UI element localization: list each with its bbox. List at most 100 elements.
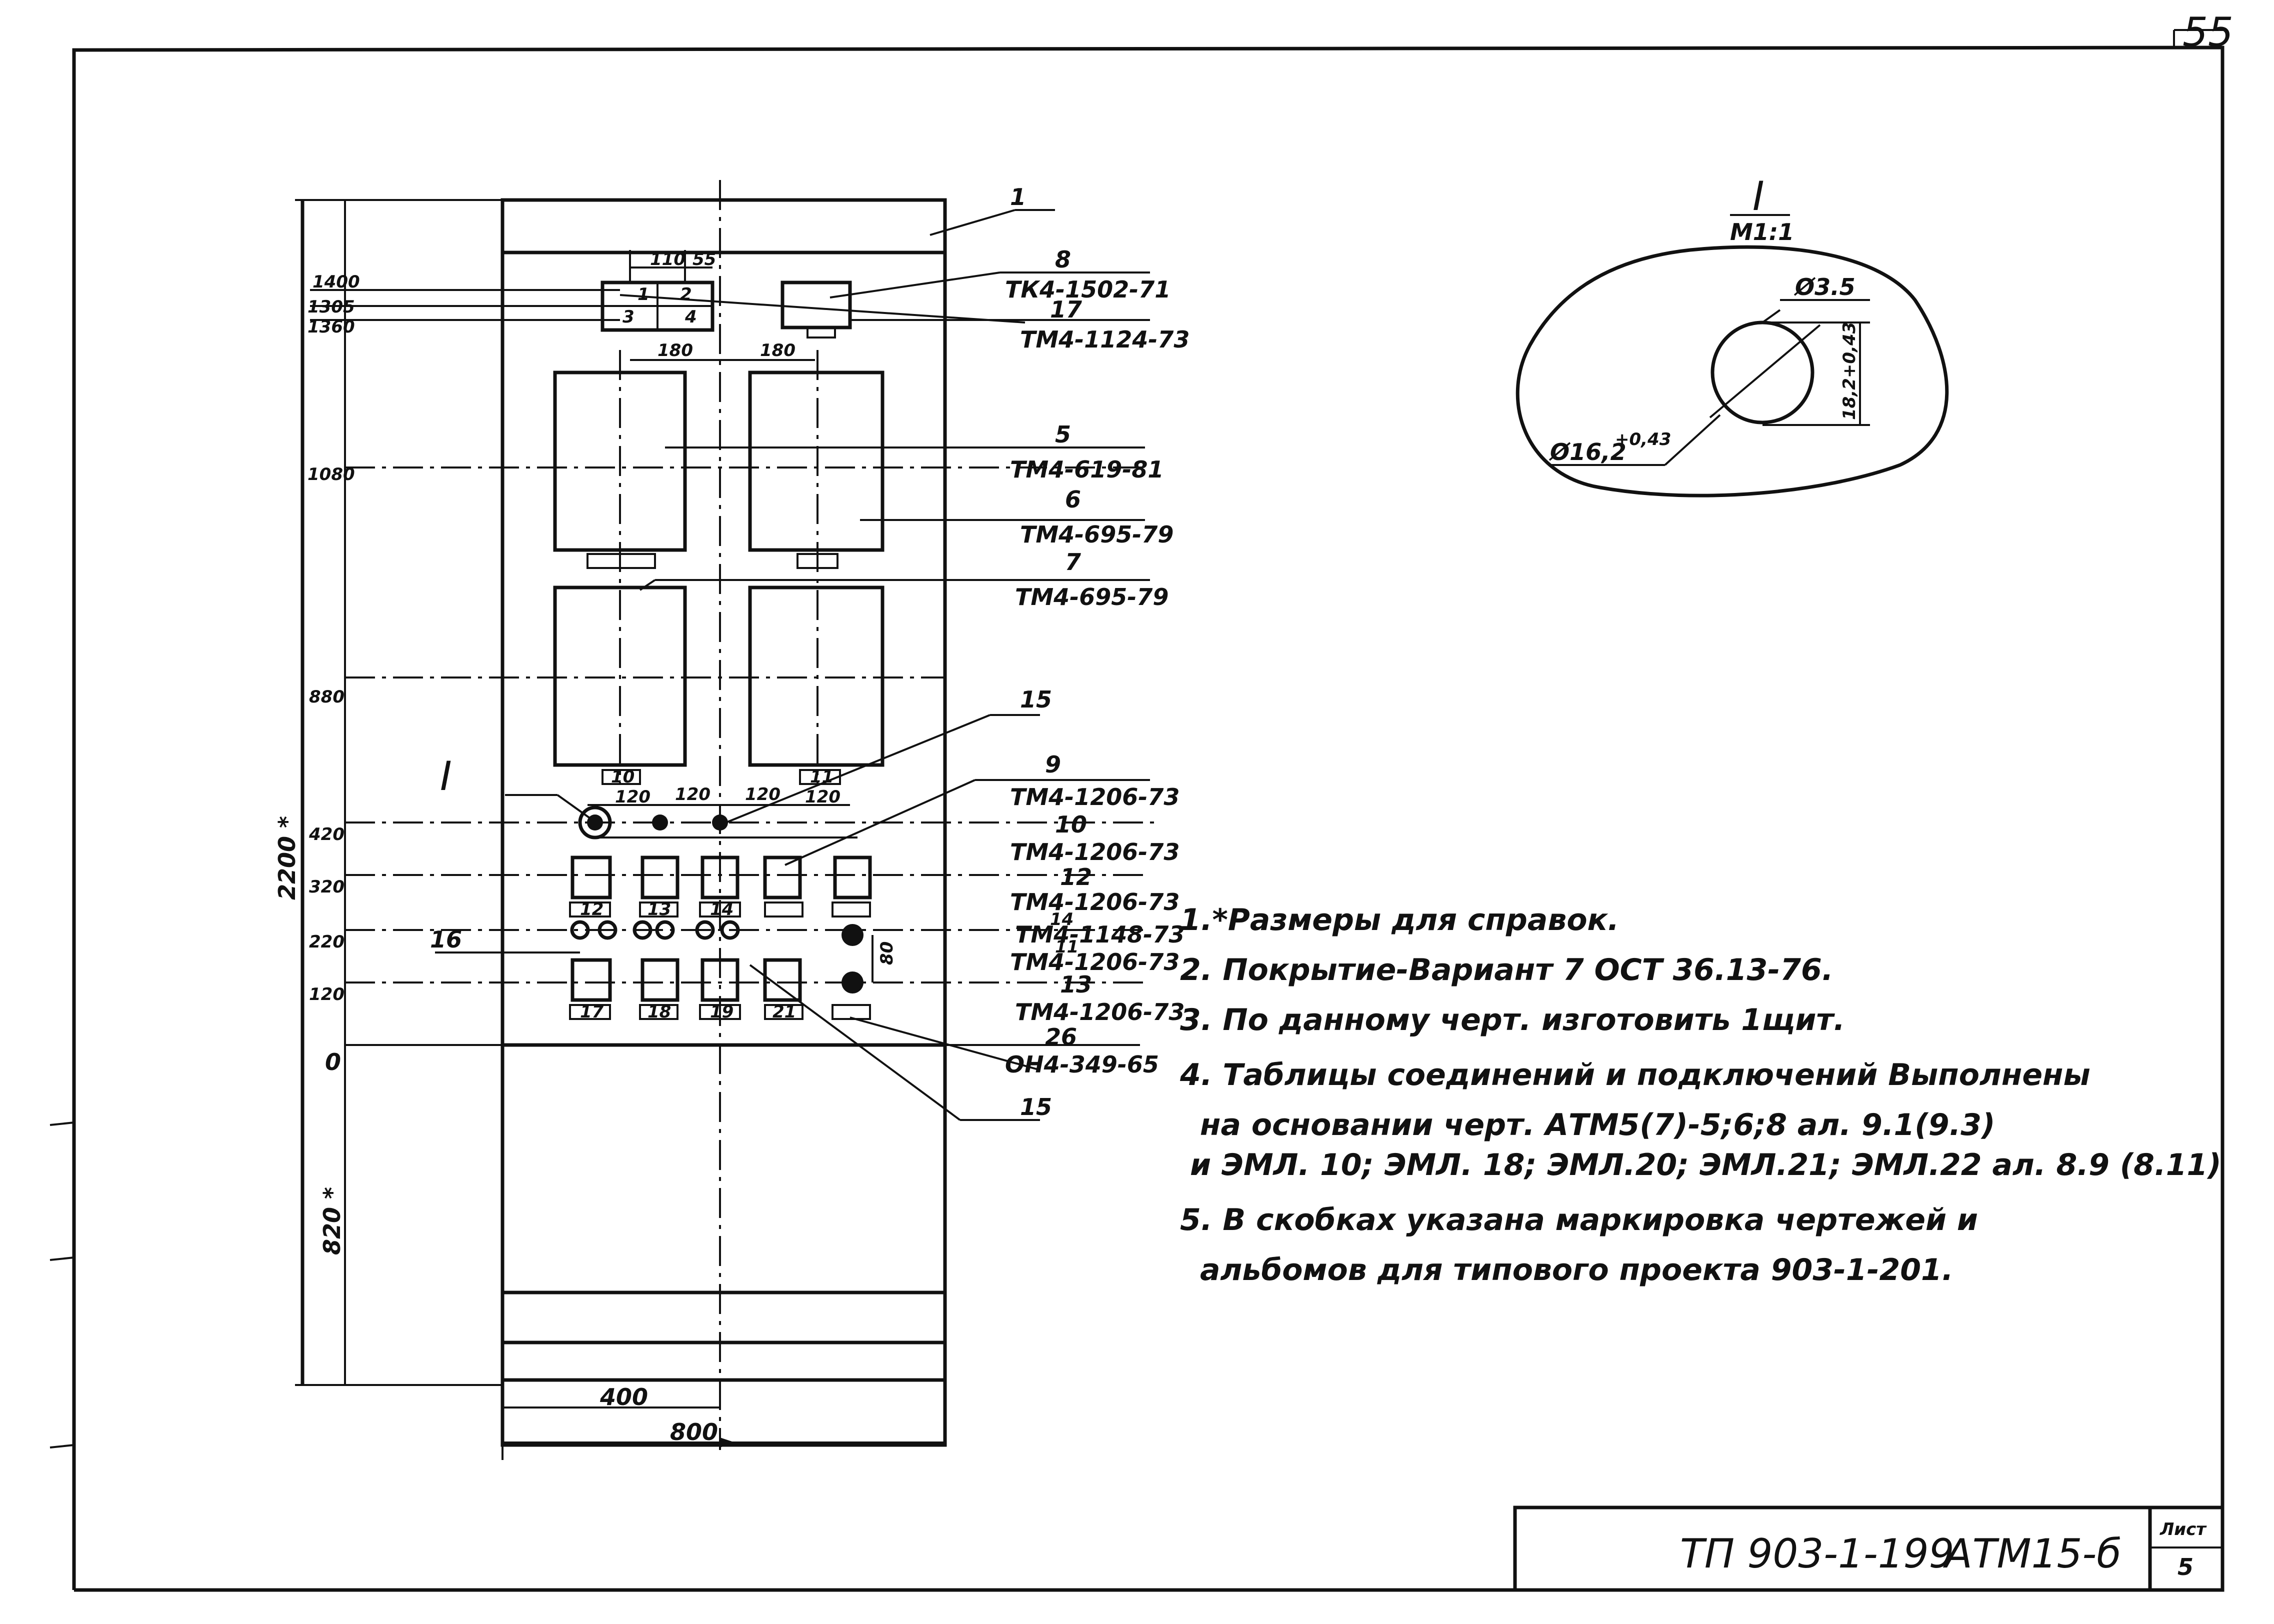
note-5b: альбомов для типового проекта 903-1-201.	[1200, 1252, 1954, 1288]
dim-180-right: 180	[760, 340, 796, 360]
device-row-lower	[569, 958, 871, 1020]
left-dimension-scale	[295, 199, 1155, 1386]
detail-scale: М1:1	[1730, 218, 1794, 246]
detail-view	[1516, 214, 1949, 498]
page-number: 55	[2182, 9, 2234, 56]
note-2: 2. Покрытие-Вариант 7 ОСТ 36.13-76.	[1180, 952, 1834, 988]
note-1: 1.*Размеры для справок.	[1180, 902, 1619, 938]
callout-16: 16	[430, 926, 462, 953]
callout-6-ref: ТМ4-695-79	[1020, 521, 1174, 548]
callout-13-ref: ТМ4-1206-73	[1015, 998, 1184, 1026]
dim-120-a: 120	[615, 787, 650, 807]
tag-14: 14	[710, 900, 734, 920]
level-1360: 1360	[308, 317, 355, 337]
note-4: 4. Таблицы соединений и подключений Выпо…	[1180, 1058, 2090, 1092]
sheet-frame	[72, 29, 2225, 1592]
callout-15-bottom: 15	[1020, 1094, 1052, 1120]
dim-120-d: 120	[805, 787, 840, 807]
dim-120-c: 120	[745, 784, 780, 804]
height-total-dim: 2200 *	[274, 816, 300, 900]
callout-9: 9	[1045, 751, 1061, 778]
project-code: ТП 903-1-199	[1680, 1530, 1954, 1577]
callout-5: 5	[1055, 421, 1071, 448]
callout-15-top: 15	[1020, 686, 1052, 713]
note-3: 3. По данному черт. изготовить 1щит.	[1180, 1002, 1845, 1038]
callout-17: 17	[1050, 296, 1082, 323]
top-cell-3: 3	[622, 307, 634, 327]
callout-11: 11	[1055, 937, 1078, 957]
leader-lines	[435, 209, 1150, 1121]
dim-110: 110	[650, 250, 686, 270]
callout-1: 1	[1010, 184, 1026, 210]
detail-title: I	[1752, 173, 1764, 220]
tag-18: 18	[648, 1002, 671, 1022]
callout-26-ref: ОН4-349-65	[1005, 1051, 1159, 1078]
note-5: 5. В скобках указана маркировка чертежей…	[1180, 1202, 1978, 1238]
dim-55: 55	[692, 250, 716, 270]
callout-12-ref: ТМ4-1206-73	[1010, 888, 1180, 916]
top-cell-4: 4	[684, 307, 697, 327]
level-320: 320	[309, 877, 344, 897]
top-cell-1: 1	[638, 284, 650, 304]
callout-17-ref: ТМ4-1124-73	[1020, 326, 1190, 353]
tag-17: 17	[580, 1002, 604, 1022]
callout-14-ref: ТМ4-1148-73	[1015, 921, 1184, 948]
callout-5-ref: ТМ4-619-81	[1010, 456, 1164, 483]
tag-21: 21	[772, 1002, 796, 1022]
level-1080: 1080	[308, 464, 355, 484]
tag-19: 19	[710, 1002, 734, 1022]
dim-120-b: 120	[675, 784, 710, 804]
hole-large-dim: Ø16,2	[1548, 438, 1626, 466]
top-cell-2: 2	[680, 284, 692, 304]
level-1305: 1305	[308, 297, 355, 317]
lamp-row-lower	[570, 920, 874, 994]
callout-10-ref: ТМ4-1206-73	[1010, 838, 1180, 866]
level-220: 220	[309, 932, 344, 952]
level-labels: 1400 1305 1360 1080 880 420 320 220 120 …	[308, 272, 360, 1076]
callout-7: 7	[1065, 548, 1081, 576]
drawing-code: АТМ15-б	[1942, 1530, 2122, 1577]
sheet-label: Лист	[2160, 1520, 2207, 1540]
dim-vertical: 18,2+0,43	[1840, 322, 1860, 420]
callout-9-ref: ТМ4-1206-73	[1010, 784, 1180, 810]
callout-8: 8	[1055, 246, 1071, 273]
callout-12: 12	[1060, 864, 1092, 890]
tag-10: 10	[611, 767, 634, 787]
callout-26: 26	[1045, 1024, 1077, 1050]
level-1400: 1400	[312, 272, 360, 292]
callout-7-ref: ТМ4-695-79	[1015, 584, 1168, 610]
tag-12: 12	[580, 900, 604, 920]
callouts: 1 8 ТК4-1502-71 17 ТМ4-1124-73 5 ТМ4-619…	[430, 184, 1190, 1120]
top-unit	[600, 250, 852, 361]
note-4c: и ЭМЛ. 10; ЭМЛ. 18; ЭМЛ.20; ЭМЛ.21; ЭМЛ.…	[1190, 1148, 2222, 1182]
height-base-dim: 820 *	[318, 1187, 346, 1255]
level-880: 880	[309, 687, 344, 707]
tag-13: 13	[648, 900, 671, 920]
dim-180-left: 180	[658, 340, 693, 360]
level-420: 420	[308, 824, 344, 844]
callout-10: 10	[1055, 811, 1087, 838]
title-block	[1513, 1506, 2222, 1590]
panel-outline	[500, 180, 947, 1450]
instruments	[553, 350, 884, 785]
detail-callout: I	[440, 753, 452, 800]
width-dimensions	[502, 1406, 945, 1460]
notes: 1.*Размеры для справок. 2. Покрытие-Вари…	[1180, 902, 2222, 1288]
hole-small-dim: Ø3.5	[1794, 274, 1856, 300]
callout-8-ref: ТК4-1502-71	[1005, 276, 1170, 303]
width-half-dim: 400	[600, 1384, 648, 1410]
level-0: 0	[325, 1048, 341, 1076]
callout-14: 14	[1050, 910, 1074, 930]
level-120: 120	[309, 984, 344, 1004]
sheet-number: 5	[2178, 1554, 2194, 1580]
callout-13: 13	[1060, 971, 1092, 998]
hole-large-tol: +0,43	[1615, 430, 1671, 450]
callout-6: 6	[1065, 486, 1081, 513]
callout-11-ref: ТМ4-1206-73	[1010, 948, 1180, 976]
gap-80-dim: 80	[877, 942, 897, 965]
note-4b: на основании черт. АТМ5(7)-5;6;8 ал. 9.1…	[1200, 1108, 1995, 1142]
margin-marks	[50, 1122, 74, 1448]
width-total-dim: 800	[670, 1418, 718, 1446]
device-row-upper	[569, 856, 872, 918]
